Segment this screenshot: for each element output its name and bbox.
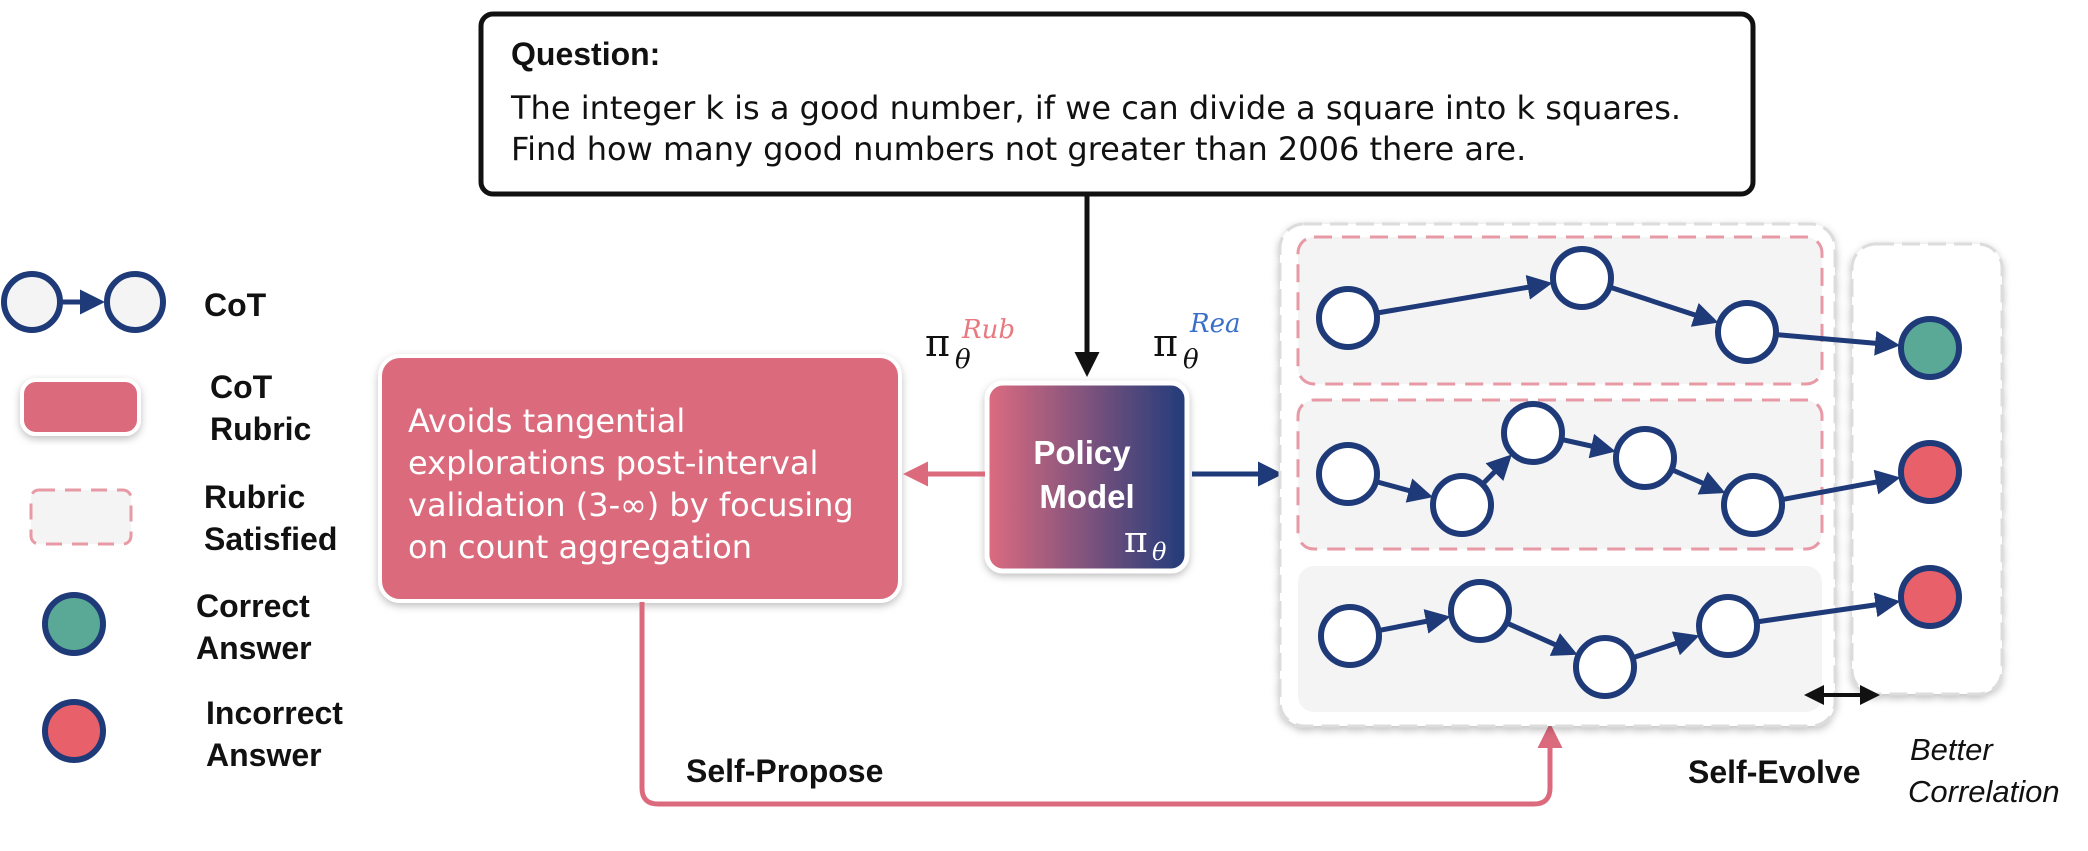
cot-step-node [1318, 604, 1382, 668]
question-title: Question: [511, 36, 660, 72]
cot-edge [1777, 330, 1901, 356]
policy-line-2: Model [1039, 478, 1134, 515]
cot-step-node [1316, 442, 1380, 506]
cot-step-node [1696, 594, 1760, 658]
rubric-line-1: Avoids tangential [408, 402, 685, 440]
cot-step-node [1501, 401, 1565, 465]
cot-step-node [1448, 579, 1512, 643]
incorrect-answer-node [1898, 565, 1962, 629]
policy-pi-symbol: π [1124, 520, 1148, 561]
cot-edge [1610, 285, 1719, 327]
cot-edge [1378, 274, 1553, 316]
cot-step-node [1316, 286, 1380, 350]
cot-edge [1562, 433, 1616, 459]
policy-pi-subscript: θ [1152, 538, 1167, 566]
legend-cot-label: CoT [204, 287, 267, 323]
legend-cot-rubric-label-1: CoT [210, 369, 273, 405]
legend-correct-label-1: Correct [196, 588, 310, 624]
legend-rubric-satisfied-icon [29, 488, 133, 546]
pi-rea-label: π θ Rea [1153, 309, 1240, 375]
cot-edge [1633, 631, 1700, 660]
policy-model-box: Policy Model π θ [984, 380, 1190, 574]
cot-step-node [1430, 473, 1494, 537]
legend-incorrect-label-1: Incorrect [206, 695, 343, 731]
pi-rea-sub: θ [1183, 345, 1199, 375]
cot-chain-1 [1316, 246, 1962, 380]
legend-cot-rubric-icon [20, 378, 141, 436]
question-box: Question: The integer k is a good number… [478, 11, 1756, 197]
cot-chain-3 [1318, 565, 1962, 699]
legend-cot-icon [1, 271, 166, 333]
cot-edge [1783, 469, 1901, 502]
pi-rub-label: π θ Rub [925, 315, 1015, 375]
legend: CoT CoT Rubric Rubric Satisfied Correct … [1, 271, 343, 773]
cot-row-2-panel [1296, 398, 1824, 551]
cot-edge [1758, 592, 1901, 625]
cot-edge [1377, 478, 1434, 503]
pi-rea-sup: Rea [1189, 309, 1240, 339]
cot-step-node [1573, 635, 1637, 699]
cot-edge [1507, 621, 1578, 656]
pi-rub-sup: Rub [961, 315, 1015, 345]
incorrect-answer-node [1898, 440, 1962, 504]
legend-rubric-satisfied-label-1: Rubric [204, 479, 305, 515]
better-label-1: Better [1910, 732, 1994, 767]
cot-step-node [1715, 300, 1779, 364]
cot-step-node [1613, 426, 1677, 490]
legend-incorrect-icon [42, 699, 106, 763]
cot-step-node [1550, 246, 1614, 310]
self-propose-arrow [639, 602, 1563, 807]
cot-step-node [1721, 473, 1785, 537]
legend-correct-icon [42, 592, 106, 656]
better-label-2: Correlation [1908, 774, 2060, 809]
rubric-line-4: on count aggregation [408, 528, 752, 566]
pi-rea-pi: π [1153, 321, 1178, 365]
legend-cot-rubric-label-2: Rubric [210, 411, 311, 447]
question-line-1: The integer k is a good number, if we ca… [510, 89, 1681, 127]
rubric-box: Avoids tangential explorations post-inte… [378, 354, 902, 603]
correct-answer-node [1898, 316, 1962, 380]
self-propose-label: Self-Propose [686, 753, 883, 789]
cot-edge [1481, 454, 1512, 485]
legend-incorrect-label-2: Answer [206, 737, 322, 773]
legend-correct-label-2: Answer [196, 630, 312, 666]
cot-edge [1379, 609, 1451, 634]
policy-line-1: Policy [1033, 434, 1131, 471]
cot-edge [1672, 468, 1726, 495]
rubric-line-3: validation (3-∞) by focusing [408, 486, 854, 524]
self-evolve-label: Self-Evolve [1688, 754, 1861, 790]
pi-rub-sub: θ [955, 345, 971, 375]
question-line-2: Find how many good numbers not greater t… [511, 130, 1526, 168]
pi-rub-pi: π [925, 321, 950, 365]
rubric-line-2: explorations post-interval [408, 444, 818, 482]
cot-row-1-panel [1296, 235, 1824, 386]
legend-rubric-satisfied-label-2: Satisfied [204, 521, 337, 557]
cot-chain-2 [1316, 401, 1962, 537]
